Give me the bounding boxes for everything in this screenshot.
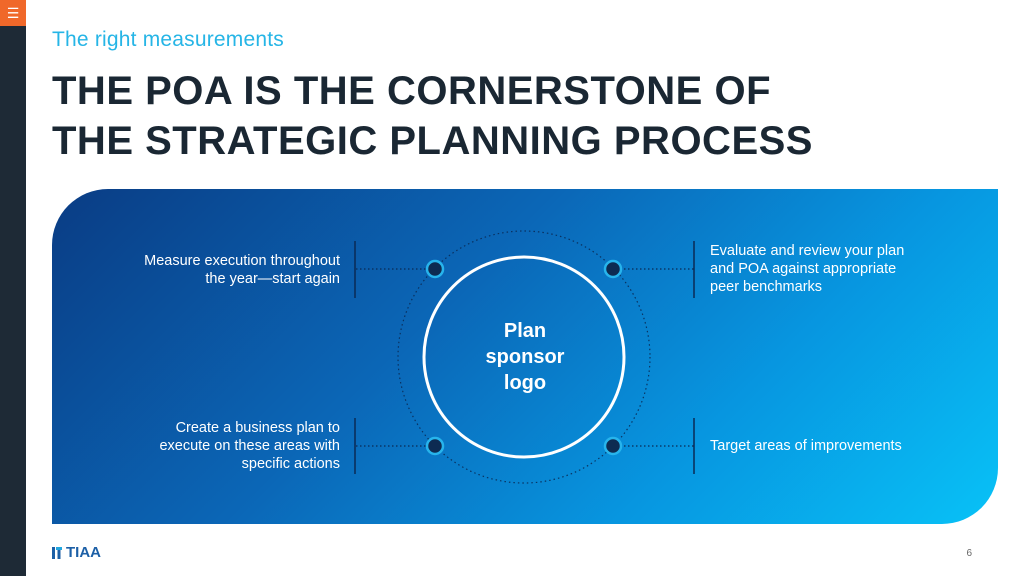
tiaa-logo-mark-icon [52,546,62,559]
node-dot-bottom-left [425,436,445,456]
text-line: the year—start again [205,271,340,287]
text-evaluate-review: Evaluate and review your plan and POA ag… [710,242,980,296]
page-number: 6 [966,548,972,559]
text-line: and POA against appropriate [710,261,897,277]
outer-dotted-ring [397,230,651,484]
text-create-business-plan: Create a business plan to execute on the… [80,419,340,473]
left-sidebar: ☰ [0,0,26,576]
text-line: Evaluate and review your plan [710,243,905,259]
node-dot-top-left [425,259,445,279]
slide-subtitle: The right measurements [52,28,284,51]
diagram-panel [52,189,998,524]
node-dot-bottom-right [603,436,623,456]
hamburger-menu-icon[interactable]: ☰ [0,0,26,26]
tiaa-logo-text: TIAA [66,544,101,561]
text-line: peer benchmarks [710,279,823,295]
center-ring [422,255,626,459]
text-line: Target areas of improvements [710,438,902,454]
center-label-line-1: Plan [503,320,547,342]
slide-title-line-2: THE STRATEGIC PLANNING PROCESS [52,119,813,163]
node-dot-top-right [603,259,623,279]
slide-title: THE POA IS THE CORNERSTONE OF THE STRATE… [52,66,952,166]
text-line: Measure execution throughout [144,253,340,269]
text-line: execute on these areas with [159,438,340,454]
text-line: specific actions [241,456,340,472]
text-target-areas: Target areas of improvements [710,437,980,455]
text-line: Create a business plan to [175,420,340,436]
slide-title-line-1: THE POA IS THE CORNERSTONE OF [52,69,772,113]
center-label-line-2: sponsor [485,346,565,368]
text-measure-execution: Measure execution throughout the year—st… [80,252,340,288]
center-label-line-3: logo [503,372,547,394]
tiaa-logo: TIAA [52,544,101,561]
plan-sponsor-logo-placeholder: Plan sponsor logo [440,318,610,396]
